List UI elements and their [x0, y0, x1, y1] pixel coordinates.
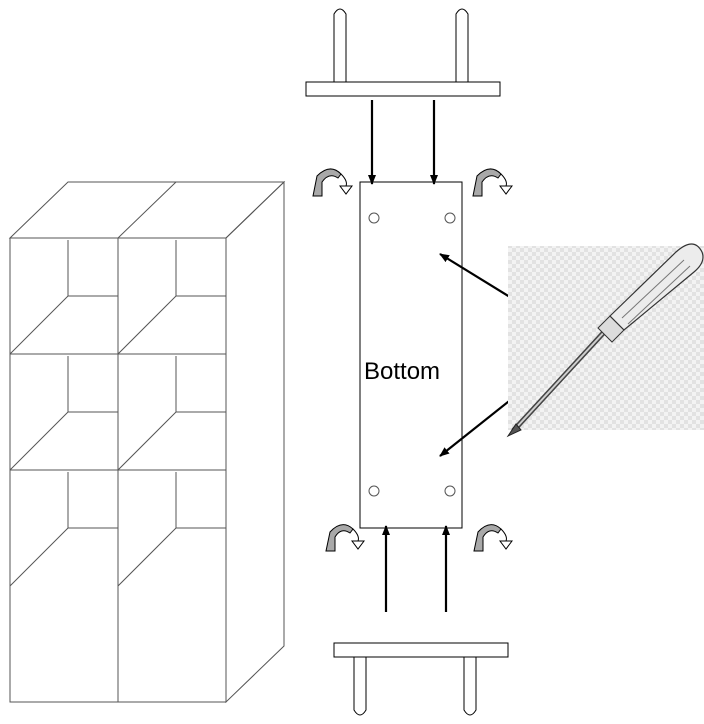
screw-hole-bottom-left [368, 485, 380, 497]
screwdriver-illustration [506, 243, 704, 438]
rotate-clockwise-icon [472, 168, 513, 197]
rotate-clockwise-icon [473, 524, 513, 552]
cube-r3-left [9, 472, 118, 587]
cube-r2-right [117, 356, 226, 471]
rotate-clockwise-icon [312, 168, 353, 197]
bottom-panel-label: Bottom [364, 358, 440, 385]
bottom-leg-assembly [333, 642, 509, 716]
arrow-icon [439, 393, 519, 457]
cube-r1-right [117, 240, 226, 355]
top-leg-assembly [305, 8, 501, 97]
rotate-clockwise-icon [325, 524, 365, 552]
cube-r3-right [117, 472, 226, 587]
screw-hole-top-right [444, 212, 456, 224]
cube-shelf [8, 180, 286, 704]
screwdriver-icon [506, 243, 704, 438]
screw-hole-top-left [368, 212, 380, 224]
rotation-arrows [312, 168, 513, 552]
bottom-panel: Bottom [359, 181, 463, 529]
cube-r1-left [9, 240, 118, 355]
cube-r2-left [9, 356, 118, 471]
screw-hole-bottom-right [444, 485, 456, 497]
